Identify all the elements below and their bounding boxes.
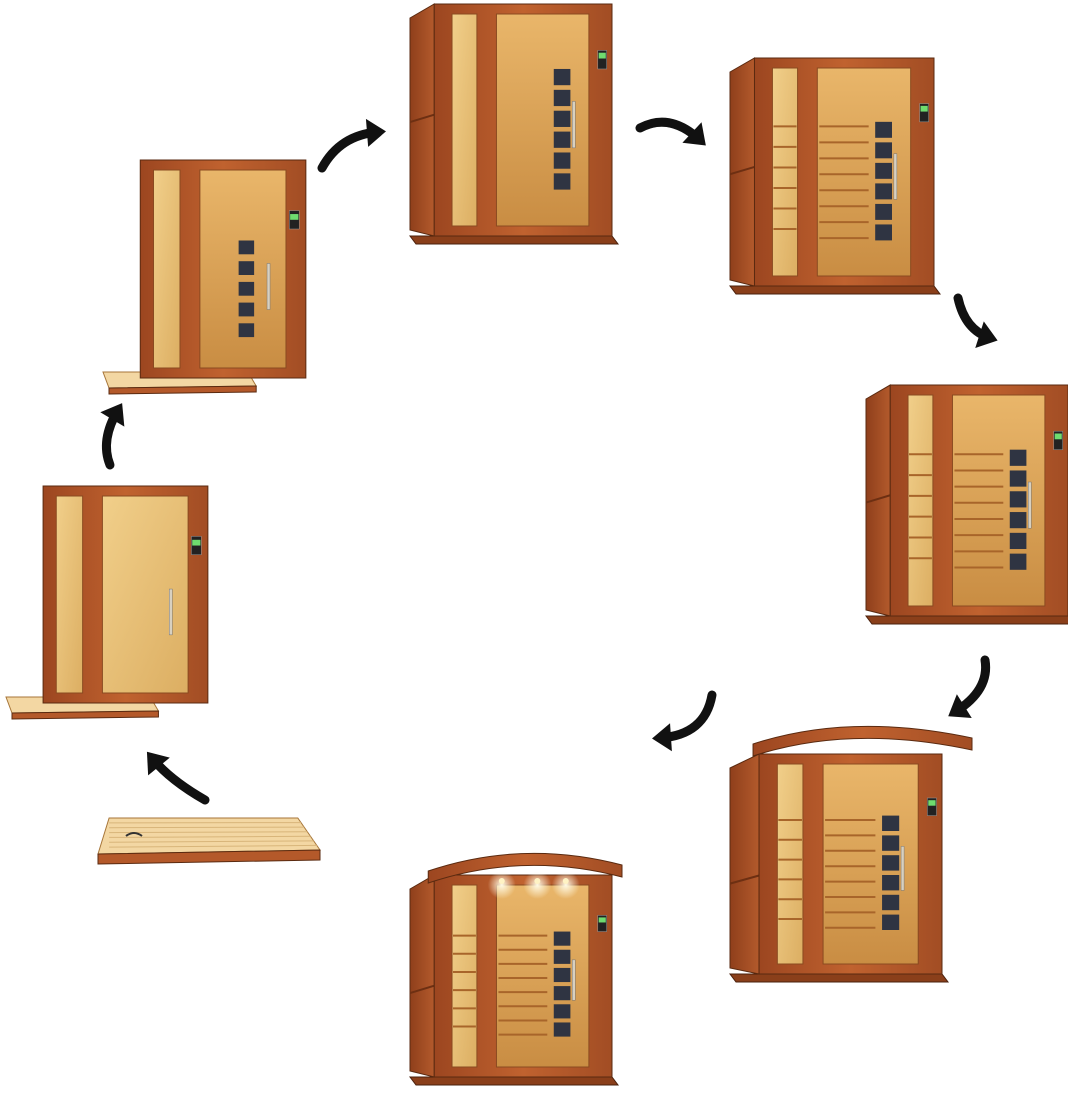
assembly-step-6 [865, 384, 1068, 625]
curved-arrow-icon [652, 690, 717, 752]
assembly-step-8 [409, 852, 623, 1086]
curved-arrow-icon [948, 655, 991, 718]
assembly-step-2 [5, 485, 209, 720]
assembly-step-4 [409, 3, 619, 245]
assembly-step-1 [97, 817, 321, 865]
curved-arrow-icon [100, 403, 125, 470]
curved-arrow-icon [317, 118, 386, 173]
assembly-step-3 [102, 159, 307, 395]
assembly-step-7 [729, 725, 973, 983]
assembly-step-5 [729, 57, 941, 295]
curved-arrow-icon [146, 751, 210, 805]
curved-arrow-icon [953, 293, 998, 348]
curved-arrow-icon [635, 117, 706, 146]
